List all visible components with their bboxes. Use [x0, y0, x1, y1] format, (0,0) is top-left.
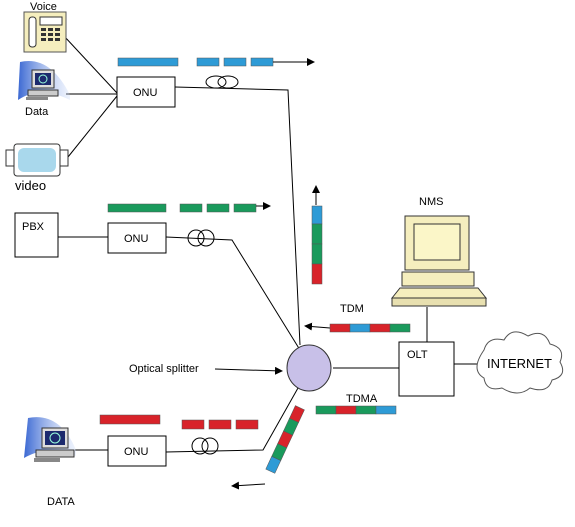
onu-top-label: ONU	[133, 87, 158, 99]
computer-icon-top	[18, 60, 70, 100]
data-top-label: Data	[25, 106, 49, 118]
tdma-label: TDMA	[346, 393, 378, 405]
fiber-middle	[165, 236, 301, 351]
optical-splitter-pointer	[214, 366, 283, 375]
fiber-coil-middle	[187, 229, 215, 247]
downstream-packets-middle	[107, 202, 271, 213]
tdm-packets	[304, 322, 411, 333]
fiber-coil-top	[205, 75, 239, 89]
video-tv-icon	[5, 143, 69, 177]
downstream-packets-top	[117, 57, 315, 67]
upstream-packets-bottom	[99, 414, 259, 430]
optical-splitter	[286, 344, 332, 392]
data-bottom-label: DATA	[47, 496, 75, 508]
pbx-label: PBX	[22, 221, 45, 233]
bottom-upstream-arrow	[231, 481, 266, 490]
internet-cloud-icon	[476, 331, 564, 394]
olt-label: OLT	[407, 349, 428, 361]
nms-label: NMS	[419, 196, 443, 208]
diagonal-packet-stack	[265, 405, 305, 474]
onu-bottom-label: ONU	[124, 446, 149, 458]
computer-icon-bottom	[24, 417, 76, 462]
olt-box	[398, 341, 455, 397]
optical-splitter-label: Optical splitter	[129, 363, 199, 375]
voice-to-onu-line	[63, 35, 118, 94]
tdm-label: TDM	[340, 303, 364, 315]
vertical-packet-stack	[311, 185, 323, 285]
onu-box-top	[116, 76, 176, 108]
onu-box-bottom	[107, 435, 167, 467]
fiber-bottom	[165, 387, 299, 453]
nms-computer-icon	[390, 215, 488, 307]
video-label: video	[15, 178, 46, 193]
telephone-icon	[23, 11, 67, 53]
pbx-box	[14, 212, 59, 258]
fiber-coil-bottom	[191, 437, 219, 455]
onu-middle-label: ONU	[124, 233, 149, 245]
onu-box-middle	[107, 222, 167, 254]
tdma-packets	[315, 405, 397, 415]
internet-label: INTERNET	[487, 356, 552, 371]
video-to-onu-line	[67, 95, 118, 158]
voice-label: Voice	[30, 1, 57, 13]
fiber-top	[174, 86, 301, 346]
